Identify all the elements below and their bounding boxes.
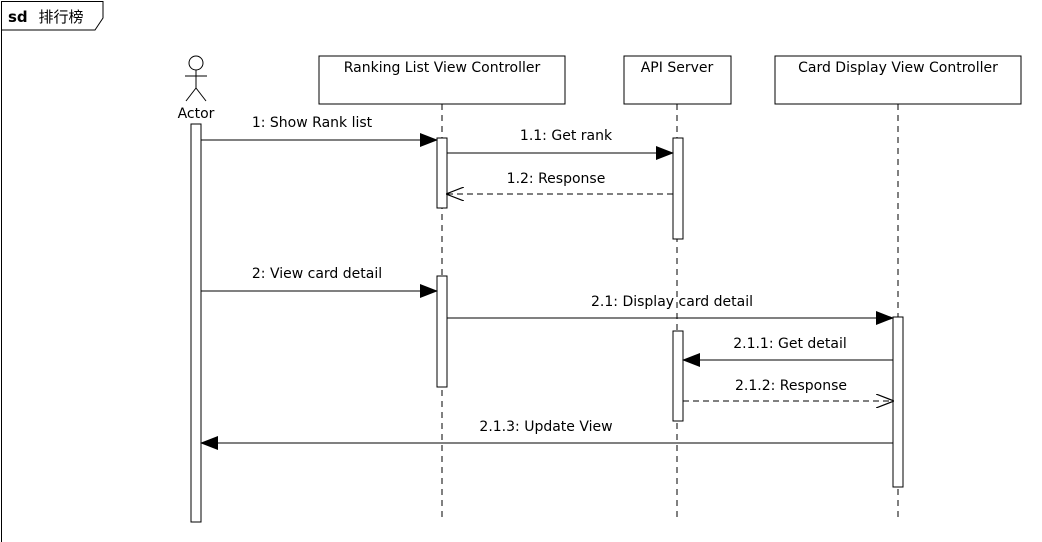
frame-title: 排行榜 xyxy=(38,8,83,26)
message-1-1: 1.1: Get rank xyxy=(447,128,674,160)
actor: Actor xyxy=(178,55,215,523)
stick-figure-icon xyxy=(185,55,207,102)
message-2-1: 2.1: Display card detail xyxy=(447,294,894,325)
message-2-1-2: 2.1.2: Response xyxy=(683,378,893,401)
lifeline-ranking: Ranking List View Controller xyxy=(318,55,566,522)
message-2-label: 2: View card detail xyxy=(252,266,382,282)
lifeline-api-box xyxy=(623,55,732,105)
lifeline-card-label: Card Display View Controller xyxy=(798,60,998,76)
diagram-frame: sd 排行榜 xyxy=(1,1,104,542)
lifeline-ranking-label: Ranking List View Controller xyxy=(344,60,541,76)
message-2-1-3-label: 2.1.3: Update View xyxy=(479,419,612,435)
lifeline-card-box xyxy=(774,55,1022,105)
ranking-activation-1 xyxy=(436,137,448,209)
message-2-1-1: 2.1.1: Get detail xyxy=(682,336,893,367)
api-activation-1 xyxy=(672,137,684,240)
message-2-1-3: 2.1.3: Update View xyxy=(200,419,893,450)
frame-keyword: sd xyxy=(8,8,28,26)
message-1-2-label: 1.2: Response xyxy=(507,171,606,187)
actor-label: Actor xyxy=(178,106,215,122)
message-2-1-2-label: 2.1.2: Response xyxy=(735,378,847,394)
actor-activation xyxy=(190,123,202,523)
message-1-1-label: 1.1: Get rank xyxy=(520,128,613,144)
message-2: 2: View card detail xyxy=(201,266,438,298)
message-1-2: 1.2: Response xyxy=(447,171,673,194)
frame-label: sd 排行榜 xyxy=(8,8,83,26)
lifeline-api-label: API Server xyxy=(641,60,714,76)
message-2-1-label: 2.1: Display card detail xyxy=(591,294,753,310)
card-activation xyxy=(892,316,904,488)
lifeline-card: Card Display View Controller xyxy=(774,55,1022,522)
message-2-1-1-label: 2.1.1: Get detail xyxy=(733,336,847,352)
message-1-label: 1: Show Rank list xyxy=(252,115,373,131)
ranking-activation-2 xyxy=(436,275,448,388)
frame-tab xyxy=(1,1,104,31)
lifeline-api: API Server xyxy=(623,55,732,522)
api-activation-2 xyxy=(672,330,684,422)
lifeline-ranking-box xyxy=(318,55,566,105)
message-1: 1: Show Rank list xyxy=(201,115,438,147)
